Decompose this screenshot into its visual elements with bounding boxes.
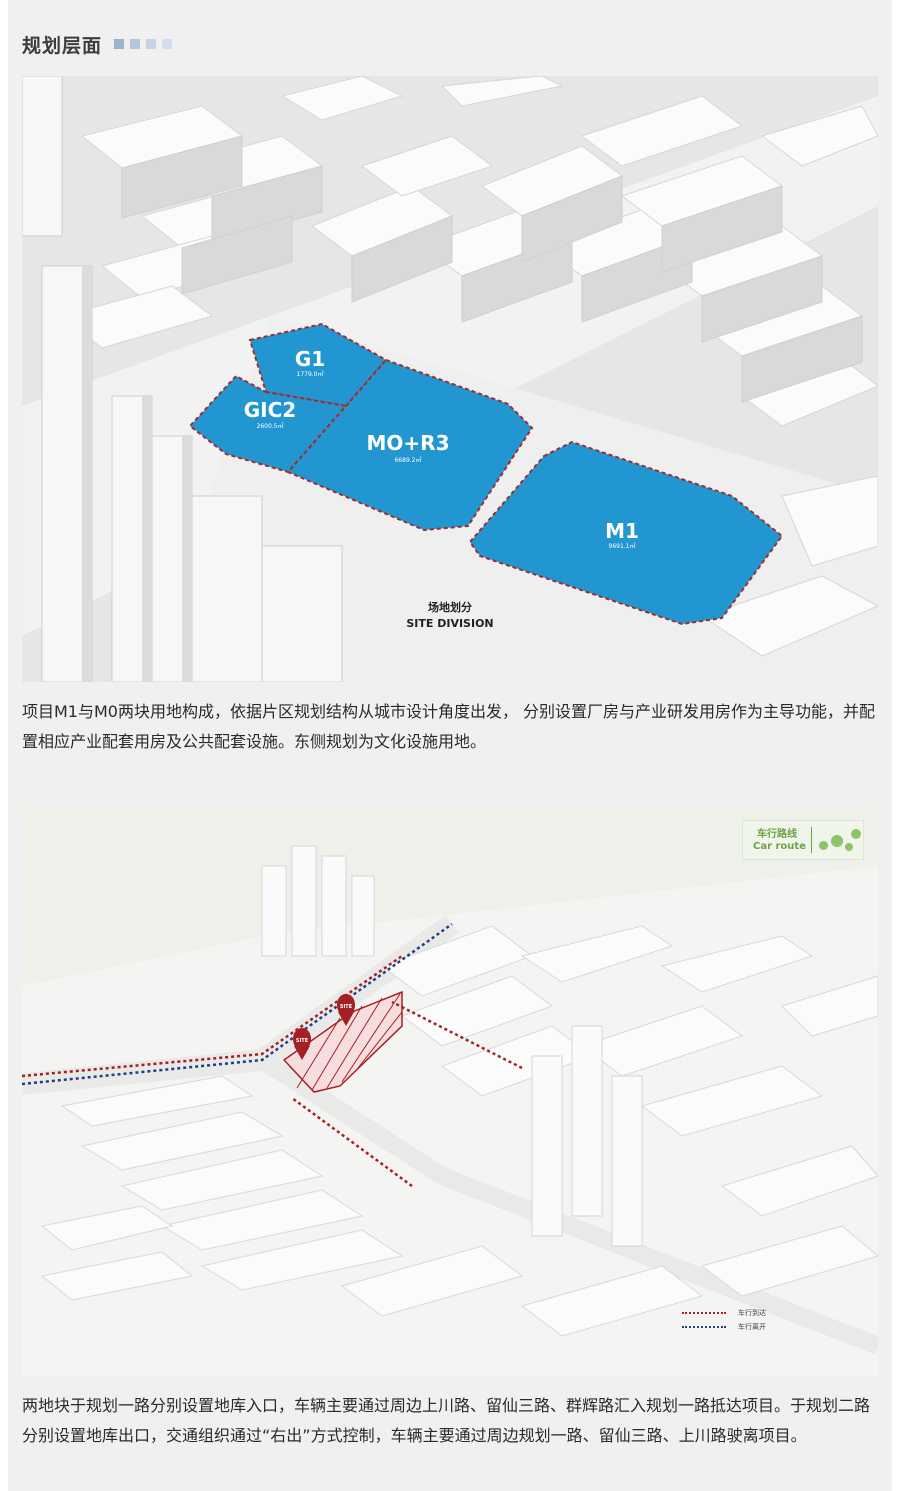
legend-separator bbox=[811, 827, 812, 853]
car-route-image: SITE SITE 车行路线 Car route 车行到达 车行离开 bbox=[22, 806, 878, 1376]
legend-dot-3 bbox=[845, 843, 853, 851]
legend-title-en: Car route bbox=[753, 841, 806, 852]
decor-square-1 bbox=[114, 39, 124, 49]
section-title: 规划层面 bbox=[22, 31, 102, 58]
route-legend-in: 车行到达 bbox=[682, 1306, 766, 1320]
caption-site-division: 项目M1与M0两块用地构成，依据片区规划结构从城市设计角度出发， 分别设置厂房与… bbox=[22, 697, 882, 757]
caption-car-route: 两地块于规划一路分别设置地库入口，车辆主要通过周边上川路、留仙三路、群辉路汇入规… bbox=[22, 1391, 882, 1451]
svg-text:SITE: SITE bbox=[340, 1004, 353, 1010]
route-legend-out-label: 车行离开 bbox=[738, 1322, 766, 1332]
parcel-area-gic2: 2600.5㎡ bbox=[257, 422, 284, 430]
site-division-label-en: SITE DIVISION bbox=[406, 617, 493, 630]
legend-title-cn: 车行路线 bbox=[757, 825, 797, 840]
parcel-area-m1: 9691.1㎡ bbox=[609, 542, 636, 550]
parcel-area-mo-r3: 6689.2㎡ bbox=[395, 456, 422, 464]
parcel-label-m1: M1 bbox=[605, 519, 639, 543]
car-route-svg: SITE SITE bbox=[22, 806, 878, 1376]
route-legend-out: 车行离开 bbox=[682, 1320, 766, 1334]
legend-dot-2 bbox=[831, 835, 843, 847]
parcel-label-mo-r3: MO+R3 bbox=[367, 431, 450, 455]
route-legend: 车行到达 车行离开 bbox=[682, 1306, 766, 1334]
svg-text:SITE: SITE bbox=[296, 1038, 309, 1044]
site-division-label-cn: 场地划分 bbox=[428, 600, 472, 614]
route-legend-in-label: 车行到达 bbox=[738, 1308, 766, 1318]
site-division-image: G1 1779.0㎡ GIC2 2600.5㎡ MO+R3 6689.2㎡ M1… bbox=[22, 76, 878, 682]
site-division-svg: G1 1779.0㎡ GIC2 2600.5㎡ MO+R3 6689.2㎡ M1… bbox=[22, 76, 878, 682]
decor-square-4 bbox=[162, 39, 172, 49]
section-heading: 规划层面 bbox=[22, 28, 172, 60]
legend-dot-1 bbox=[819, 841, 828, 850]
decor-square-2 bbox=[130, 39, 140, 49]
parcel-label-g1: G1 bbox=[295, 347, 325, 371]
route-legend-out-line bbox=[682, 1326, 726, 1328]
parcel-label-gic2: GIC2 bbox=[244, 398, 296, 422]
route-legend-in-line bbox=[682, 1312, 726, 1314]
legend-dot-4 bbox=[851, 829, 861, 839]
decor-square-3 bbox=[146, 39, 156, 49]
parcel-area-g1: 1779.0㎡ bbox=[297, 370, 324, 378]
car-route-legend: 车行路线 Car route bbox=[742, 820, 864, 860]
